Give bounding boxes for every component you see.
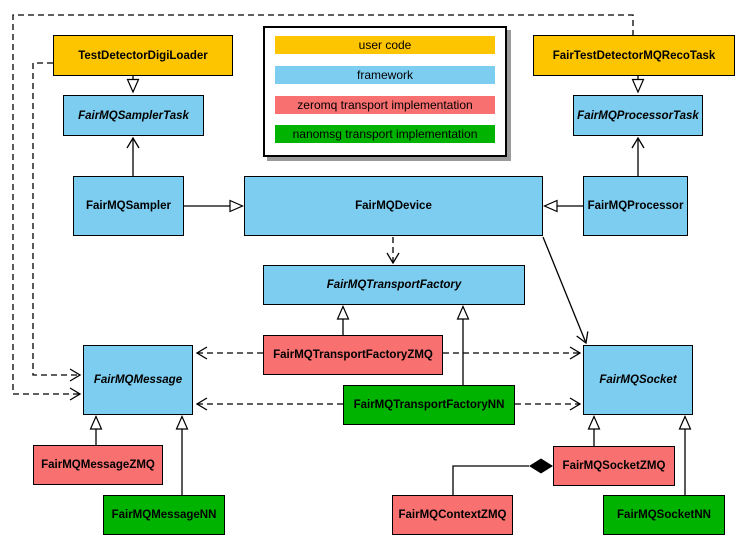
node-fair-mq-message-zmq: FairMQMessageZMQ: [33, 445, 163, 485]
node-fair-test-detector-mq-reco-task: FairTestDetectorMQRecoTask: [533, 35, 735, 76]
composition-diamond-icon: [529, 458, 553, 474]
node-fair-mq-device: FairMQDevice: [244, 176, 543, 236]
edge-device-socket: [542, 236, 589, 345]
node-fair-mq-sampler: FairMQSampler: [73, 176, 184, 236]
node-fair-mq-processor: FairMQProcessor: [583, 176, 688, 236]
node-fair-mq-processor-task: FairMQProcessorTask: [573, 95, 703, 136]
legend-item-framework: framework: [275, 66, 495, 84]
edge-contextzmq-socketzmq: [452, 465, 529, 495]
node-fair-mq-socket: FairMQSocket: [583, 345, 693, 415]
node-fair-mq-message-nn: FairMQMessageNN: [103, 495, 225, 535]
legend-item-nanomsg: nanomsg transport implementation: [275, 125, 495, 143]
legend-item-zeromq: zeromq transport implementation: [275, 96, 495, 114]
node-fair-mq-transport-factory-zmq: FairMQTransportFactoryZMQ: [263, 335, 443, 375]
node-fair-mq-transport-factory: FairMQTransportFactory: [263, 265, 525, 305]
node-fair-mq-sampler-task: FairMQSamplerTask: [63, 95, 204, 136]
node-fair-mq-socket-zmq: FairMQSocketZMQ: [553, 446, 675, 486]
node-fair-mq-message: FairMQMessage: [83, 345, 193, 415]
node-fair-mq-transport-factory-nn: FairMQTransportFactoryNN: [343, 385, 515, 425]
node-test-detector-digi-loader: TestDetectorDigiLoader: [53, 35, 233, 76]
legend-item-user: user code: [275, 36, 495, 54]
node-fair-mq-socket-nn: FairMQSocketNN: [603, 495, 725, 535]
node-fair-mq-context-zmq: FairMQContextZMQ: [392, 495, 513, 535]
